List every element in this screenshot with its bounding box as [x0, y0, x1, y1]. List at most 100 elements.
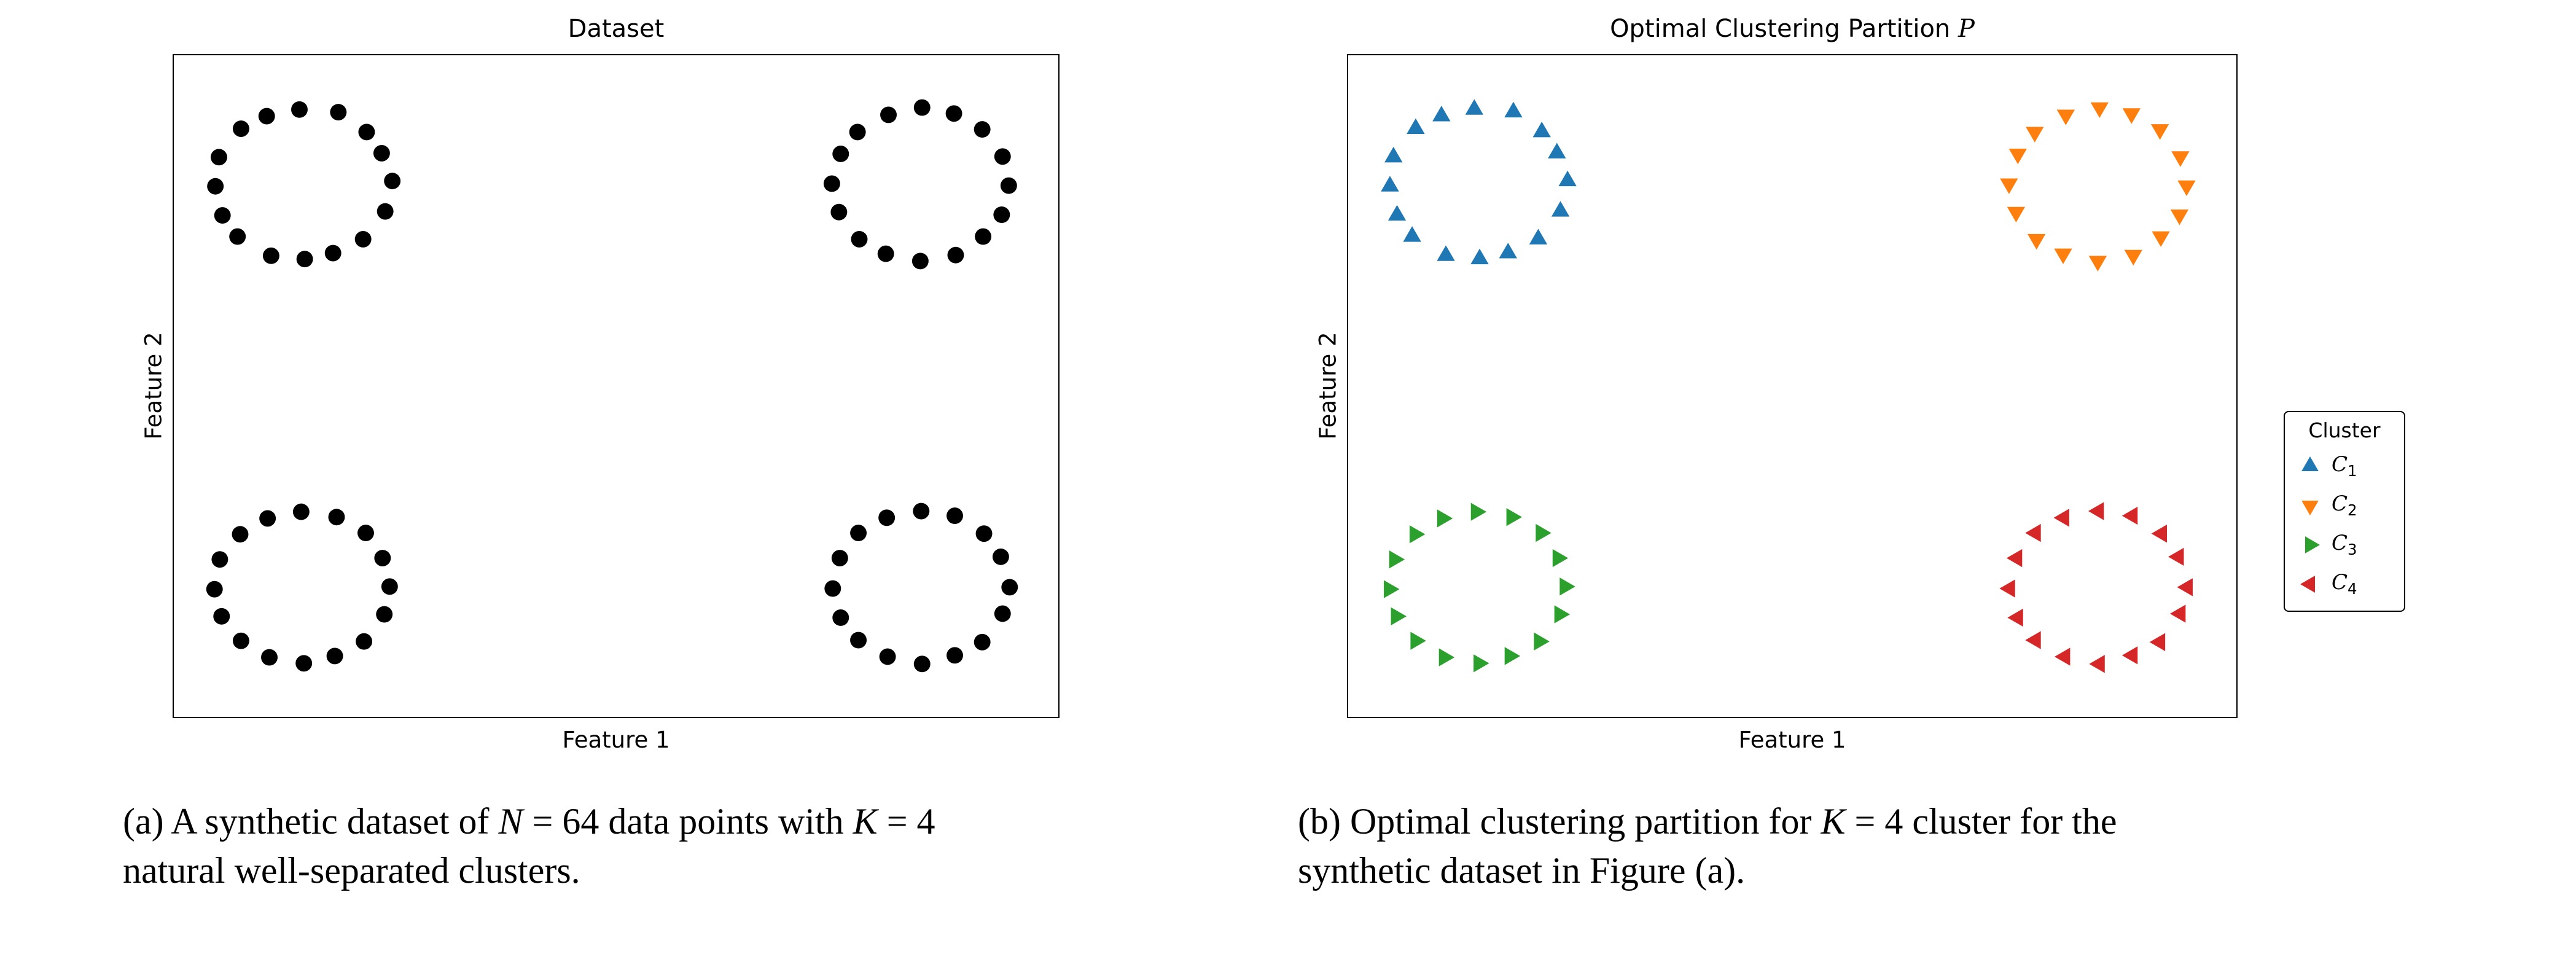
scatter-point-triangle-right — [1534, 632, 1550, 651]
scatter-point-triangle-up — [1529, 229, 1548, 244]
scatter-point-circle — [262, 247, 279, 264]
scatter-point-triangle-down — [2056, 109, 2075, 125]
scatter-point-triangle-left — [2169, 604, 2186, 623]
scatter-point-triangle-left — [2151, 525, 2168, 543]
scatter-point-circle — [296, 251, 313, 268]
text-run: = 4 — [877, 801, 935, 842]
scatter-point-circle — [328, 509, 345, 526]
scatter-point-triangle-down — [2000, 178, 2018, 194]
scatter-point-circle — [381, 578, 398, 595]
scatter-point-triangle-up — [1532, 121, 1551, 138]
scatter-point-triangle-left — [2007, 608, 2023, 627]
scatter-point-circle — [913, 502, 930, 520]
scatter-point-circle — [326, 647, 343, 665]
math-symbol: N — [498, 801, 523, 842]
scatter-point-triangle-right — [1554, 605, 1571, 624]
scatter-point-circle — [211, 551, 228, 568]
scatter-point-circle — [832, 609, 849, 626]
scatter-point-circle — [210, 149, 227, 166]
scatter-point-circle — [384, 173, 401, 190]
scatter-point-circle — [357, 525, 374, 542]
scatter-point-triangle-down — [2170, 209, 2189, 225]
scatter-point-circle — [206, 581, 223, 598]
scatter-point-triangle-down — [2171, 151, 2190, 167]
scatter-point-circle — [373, 144, 390, 162]
scatter-point-circle — [831, 550, 848, 566]
scatter-point-circle — [324, 244, 342, 262]
scatter-point-triangle-down — [2007, 206, 2026, 223]
scatter-point-circle — [850, 631, 867, 649]
scatter-point-triangle-left — [2177, 578, 2193, 596]
text-run: natural well-separated clusters. — [123, 850, 580, 891]
scatter-point-circle — [232, 120, 249, 137]
legend-entry: C3 — [2285, 525, 2404, 564]
scatter-point-triangle-down — [2124, 249, 2142, 266]
scatter-point-circle — [913, 655, 931, 673]
panel-a-title: Dataset — [568, 15, 665, 43]
scatter-point-circle — [975, 228, 992, 245]
triangle-up-icon — [2301, 456, 2319, 471]
panel-b-xlabel: Feature 1 — [1738, 727, 1846, 753]
text-run: = 4 cluster for the — [1845, 801, 2117, 842]
scatter-point-circle — [214, 207, 231, 224]
scatter-point-triangle-left — [2121, 646, 2138, 665]
scatter-point-circle — [878, 509, 896, 526]
scatter-point-triangle-right — [1559, 577, 1575, 596]
scatter-point-triangle-right — [1470, 502, 1487, 521]
math-symbol: K — [1821, 801, 1846, 842]
scatter-point-circle — [358, 123, 375, 141]
scatter-point-triangle-up — [1432, 106, 1451, 122]
scatter-point-circle — [850, 525, 867, 542]
legend-entry: C1 — [2285, 446, 2404, 485]
scatter-point-circle — [849, 123, 866, 141]
legend-title: Cluster — [2308, 418, 2381, 442]
scatter-point-triangle-down — [2027, 233, 2046, 250]
scatter-point-triangle-left — [2025, 523, 2041, 542]
scatter-point-triangle-right — [1506, 508, 1523, 526]
scatter-point-triangle-up — [1437, 245, 1455, 261]
legend-entry-label: C4 — [2332, 569, 2357, 598]
scatter-point-triangle-up — [1558, 170, 1577, 187]
scatter-point-triangle-up — [1548, 143, 1566, 158]
scatter-point-circle — [1000, 177, 1017, 194]
caption-a: (a) A synthetic dataset of N = 64 data p… — [123, 797, 1339, 896]
scatter-point-triangle-left — [2053, 509, 2069, 527]
panel-a-axes — [173, 54, 1060, 718]
scatter-point-triangle-right — [1473, 654, 1489, 673]
panel-b-scatter-plot — [1381, 99, 2196, 673]
scatter-point-circle — [974, 633, 991, 651]
scatter-point-circle — [356, 633, 373, 650]
scatter-point-triangle-right — [1384, 580, 1400, 598]
scatter-point-triangle-right — [1504, 647, 1521, 665]
scatter-point-triangle-right — [1409, 525, 1426, 544]
scatter-point-circle — [377, 203, 394, 220]
scatter-point-triangle-left — [2089, 655, 2105, 673]
triangle-down-icon — [2301, 501, 2319, 515]
scatter-point-triangle-left — [2121, 506, 2138, 525]
scatter-point-triangle-down — [2008, 149, 2027, 165]
scatter-point-triangle-down — [2054, 248, 2072, 265]
panel-b-ylabel: Feature 2 — [1314, 332, 1341, 440]
scatter-point-triangle-down — [2152, 231, 2170, 248]
scatter-point-triangle-up — [1465, 99, 1484, 115]
scatter-point-triangle-down — [2088, 256, 2107, 272]
scatter-point-circle — [913, 99, 931, 116]
scatter-point-triangle-left — [2168, 547, 2184, 566]
scatter-point-circle — [947, 246, 964, 264]
scatter-point-circle — [330, 104, 347, 121]
panel-b-axes — [1347, 54, 2238, 718]
scatter-point-triangle-right — [1389, 550, 1405, 569]
legend-entry-label: C3 — [2332, 530, 2357, 558]
scatter-point-circle — [879, 648, 896, 665]
scatter-point-circle — [207, 178, 224, 195]
scatter-point-circle — [295, 655, 313, 672]
scatter-point-triangle-down — [2026, 127, 2044, 143]
scatter-point-circle — [258, 108, 275, 125]
scatter-point-triangle-right — [1552, 549, 1569, 568]
scatter-point-circle — [993, 206, 1010, 224]
scatter-point-triangle-down — [2150, 124, 2169, 140]
math-symbol: P — [1958, 15, 1975, 43]
scatter-point-triangle-up — [1381, 176, 1399, 192]
scatter-point-circle — [974, 121, 991, 138]
